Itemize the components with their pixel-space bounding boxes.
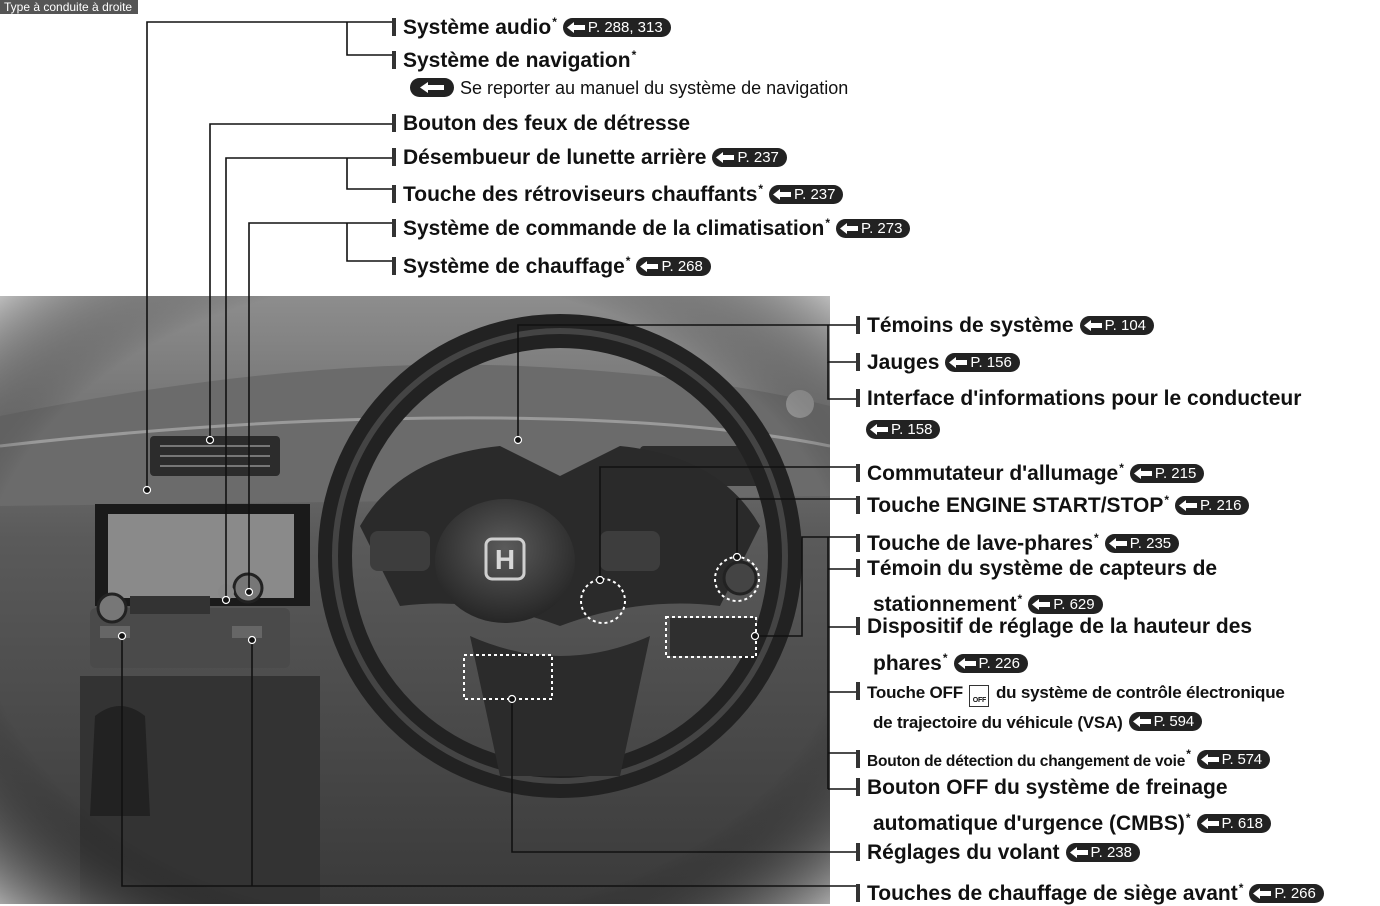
vsa-off-icon: OFF: [969, 685, 990, 707]
page-ref-defogger[interactable]: P. 237: [712, 148, 787, 167]
label-headlight-line2: phares*P. 226: [873, 646, 1028, 676]
label-vsa-line1: Touche OFF OFF du système de contrôle él…: [856, 681, 1285, 707]
page-ref-vsa[interactable]: P. 594: [1128, 712, 1202, 731]
page-ref-engine[interactable]: P. 216: [1175, 496, 1250, 515]
label-hazard: Bouton des feux de détresse: [392, 112, 690, 136]
label-parking-line1: Témoin du système de capteurs de: [856, 557, 1217, 581]
label-lane: Bouton de détection du changement de voi…: [856, 742, 1270, 774]
label-dii: Interface d'informations pour le conduct…: [856, 387, 1301, 411]
label-navigation-sub: Se reporter au manuel du système de navi…: [410, 76, 848, 100]
page-ref-dii[interactable]: P. 158: [866, 420, 941, 439]
label-navigation: Système de navigation*: [392, 43, 636, 73]
label-vsa-line2: de trajectoire du véhicule (VSA)P. 594: [873, 711, 1202, 735]
label-seat-heating: Touches de chauffage de siège avant*P. 2…: [856, 876, 1324, 906]
page-ref-cmbs[interactable]: P. 618: [1196, 814, 1271, 833]
page-ref-parking[interactable]: P. 629: [1028, 595, 1103, 614]
label-headlight-line1: Dispositif de réglage de la hauteur des: [856, 615, 1252, 639]
page-ref-audio[interactable]: P. 288, 313: [562, 18, 671, 37]
section-tag: Type à conduite à droite: [0, 0, 139, 14]
label-cmbs-line1: Bouton OFF du système de freinage: [856, 776, 1228, 800]
label-mirrors: Touche des rétroviseurs chauffants*P. 23…: [392, 177, 844, 207]
label-audio: Système audio*P. 288, 313: [392, 10, 671, 40]
label-climate: Système de commande de la climatisation*…: [392, 211, 911, 241]
page-ref-lane[interactable]: P. 574: [1196, 750, 1270, 769]
page-ref-steering[interactable]: P. 238: [1065, 843, 1140, 862]
page-ref-ignition[interactable]: P. 215: [1129, 464, 1205, 483]
label-ignition: Commutateur d'allumage*P. 215: [856, 456, 1205, 486]
label-heating: Système de chauffage*P. 268: [392, 249, 711, 279]
page-ref-seat[interactable]: P. 266: [1249, 884, 1324, 903]
page-ref-mirrors[interactable]: P. 237: [769, 185, 844, 204]
dashboard-photo: H: [0, 296, 830, 904]
page-ref-washer[interactable]: P. 235: [1104, 534, 1180, 553]
page-ref-headlight[interactable]: P. 226: [953, 654, 1028, 673]
label-dii-ref: P. 158: [866, 418, 941, 442]
nav-arrow-icon: [410, 78, 454, 97]
page-ref-heating[interactable]: P. 268: [636, 257, 711, 276]
page-ref-gauges[interactable]: P. 156: [945, 353, 1020, 372]
label-washer: Touche de lave-phares*P. 235: [856, 526, 1180, 556]
label-parking-line2: stationnement*P. 629: [873, 587, 1103, 617]
label-cmbs-line2: automatique d'urgence (CMBS)*P. 618: [873, 806, 1271, 836]
label-engine-start: Touche ENGINE START/STOP*P. 216: [856, 488, 1250, 518]
page-ref-climate[interactable]: P. 273: [836, 219, 911, 238]
page-ref-indicators[interactable]: P. 104: [1079, 316, 1155, 335]
